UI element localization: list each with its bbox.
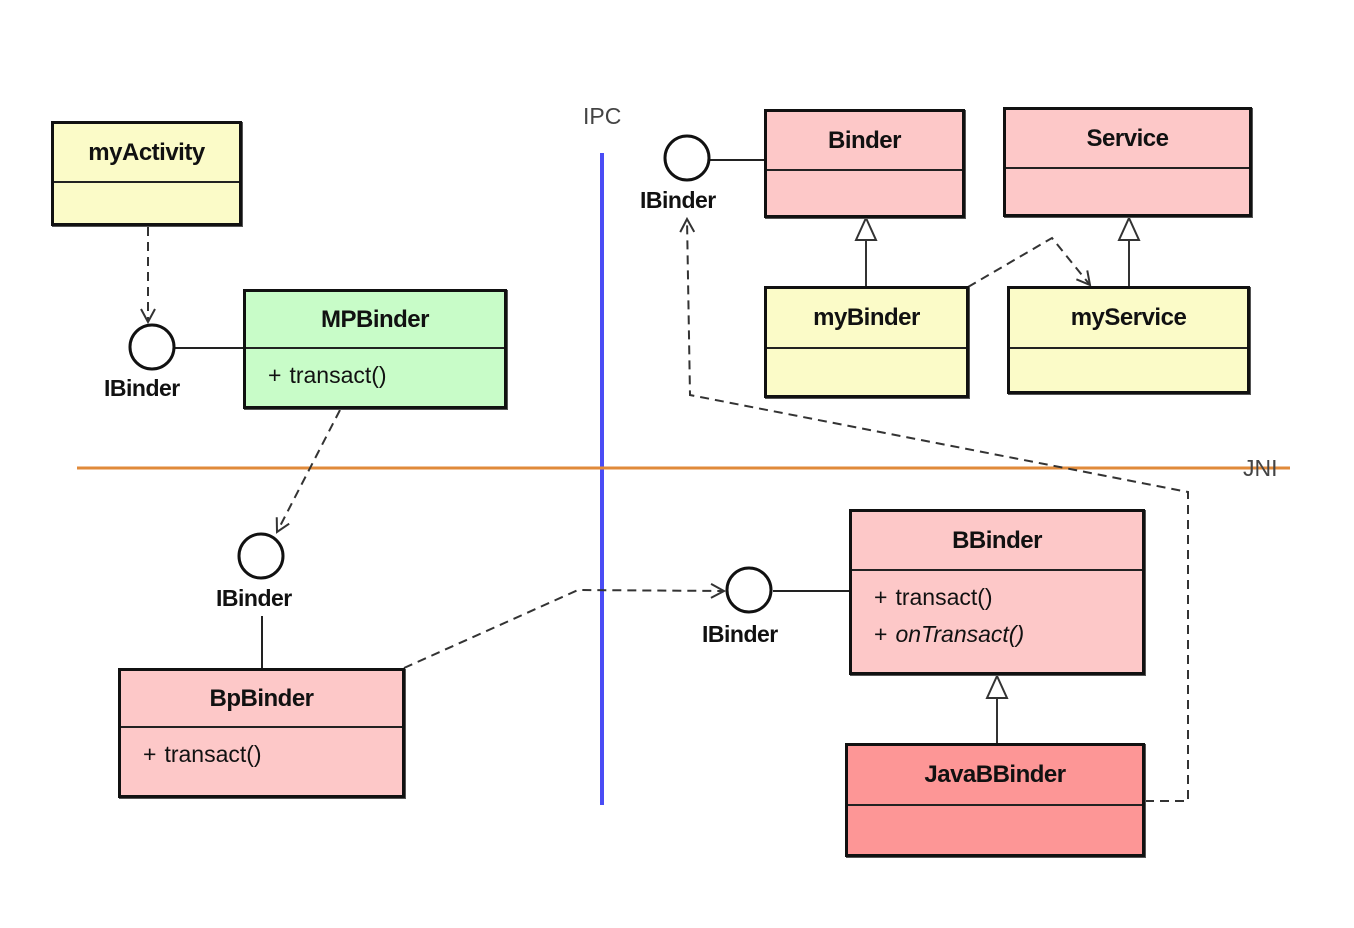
ibinder-interface-circle <box>128 323 176 371</box>
dependency-bpbinder-to-bbinder-ibinder <box>403 590 724 669</box>
dependency-javabbinder-to-binder-ibinder <box>687 219 1189 802</box>
class-myactivity: myActivity <box>51 121 242 226</box>
ibinder-interface-circle <box>663 134 711 182</box>
ibinder-label: IBinder <box>216 585 292 611</box>
class-bbinder: BBinder + transact() + onTransact() <box>849 509 1145 675</box>
ibinder-label: IBinder <box>104 375 180 401</box>
class-service: Service <box>1003 107 1252 217</box>
class-name: MPBinder <box>246 292 504 349</box>
operation-name: transact() <box>164 741 262 767</box>
dependency-mpbinder-to-ibinder <box>277 409 341 532</box>
dependency-mybinder-to-myservice <box>967 236 1090 288</box>
class-name: Binder <box>767 112 962 171</box>
operation-transact: + transact() <box>143 736 380 773</box>
class-binder: Binder <box>764 109 965 218</box>
class-name: BBinder <box>852 512 1142 571</box>
jni-boundary-label: JNI <box>1243 455 1278 481</box>
operation-visibility: + <box>874 621 888 647</box>
class-name: Service <box>1006 110 1249 169</box>
class-myservice: myService <box>1007 286 1250 394</box>
operation-transact: + transact() <box>268 357 482 394</box>
operation-visibility: + <box>143 741 157 767</box>
operations-compartment: + transact() <box>246 349 504 394</box>
operations-compartment: + transact() <box>121 728 402 773</box>
ibinder-label: IBinder <box>640 187 716 213</box>
ipc-boundary-label: IPC <box>583 103 622 129</box>
class-name: myBinder <box>767 289 966 349</box>
class-name: JavaBBinder <box>848 746 1142 806</box>
operation-name: onTransact() <box>895 621 1025 647</box>
operation-visibility: + <box>874 584 888 610</box>
class-javabbinder: JavaBBinder <box>845 743 1145 857</box>
operation-ontransact: + onTransact() <box>874 616 1120 653</box>
operations-compartment: + transact() + onTransact() <box>852 571 1142 653</box>
operation-transact: + transact() <box>874 579 1120 616</box>
ibinder-interface-circle <box>237 532 285 580</box>
class-name: BpBinder <box>121 671 402 728</box>
class-name: myService <box>1010 289 1247 349</box>
operation-name: transact() <box>289 362 387 388</box>
class-mpbinder: MPBinder + transact() <box>243 289 507 409</box>
class-bpbinder: BpBinder + transact() <box>118 668 405 798</box>
class-mybinder: myBinder <box>764 286 969 398</box>
operation-visibility: + <box>268 362 282 388</box>
ibinder-interface-circle <box>725 566 773 614</box>
operation-name: transact() <box>895 584 993 610</box>
ibinder-label: IBinder <box>702 621 778 647</box>
class-name: myActivity <box>54 124 239 183</box>
